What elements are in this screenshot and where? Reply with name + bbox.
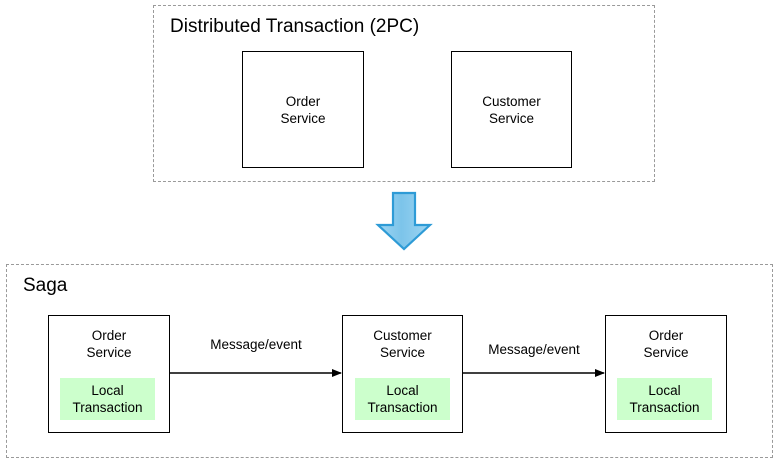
group-distributed-transaction-2pc: Distributed Transaction (2PC) Order Serv… xyxy=(153,5,655,182)
down-arrow-icon xyxy=(375,191,433,251)
local-transaction-chip-3: Local Transaction xyxy=(617,378,712,420)
local-transaction-chip-1: Local Transaction xyxy=(60,378,155,420)
service-label-order-service-saga-1: Order Service xyxy=(86,328,132,360)
service-box-customer-service-2pc[interactable]: Customer Service xyxy=(451,51,572,168)
service-label-order-service-saga-2: Order Service xyxy=(643,328,689,360)
service-label-order-service-2pc: Order Service xyxy=(280,94,326,126)
edge-label-message-event-2: Message/event xyxy=(488,342,580,357)
service-box-order-service-2pc[interactable]: Order Service xyxy=(242,51,364,168)
group-title-distributed-transaction: Distributed Transaction (2PC) xyxy=(170,16,420,37)
group-title-saga: Saga xyxy=(23,275,68,296)
group-saga: Saga xyxy=(6,264,773,458)
service-label-customer-service-saga: Customer Service xyxy=(373,328,432,360)
local-transaction-chip-2: Local Transaction xyxy=(355,378,450,420)
service-label-customer-service-2pc: Customer Service xyxy=(482,94,541,126)
edge-label-message-event-1: Message/event xyxy=(210,337,302,352)
